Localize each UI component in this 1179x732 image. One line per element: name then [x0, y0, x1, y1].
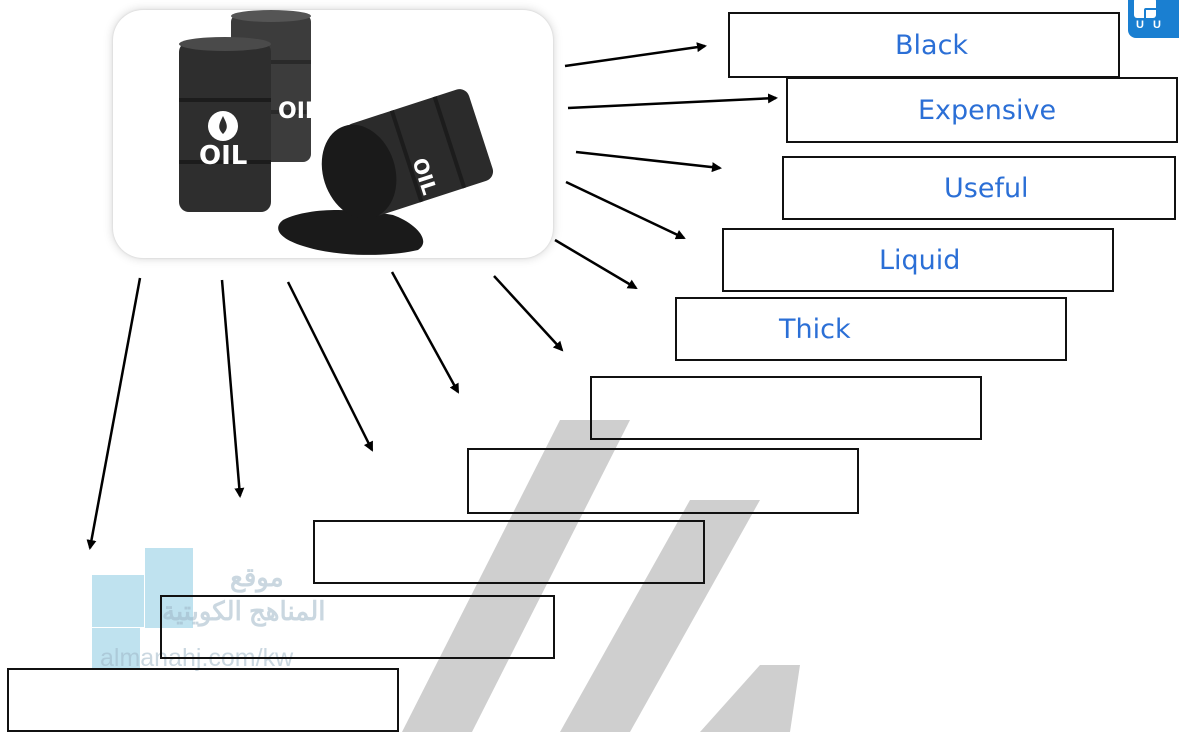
answer-box-blank-1[interactable] — [590, 376, 982, 440]
arrow-to-blank-5 — [86, 277, 142, 550]
watermark-arabic-1: موقع — [230, 562, 284, 592]
watermark-stripe-left — [402, 420, 630, 732]
corner-logo-text: U U — [1136, 19, 1164, 31]
tipped-barrel: OIL — [321, 89, 494, 219]
watermark-logo-block-3 — [92, 628, 140, 668]
answer-box-blank-5[interactable] — [7, 668, 399, 732]
answer-box-thick[interactable]: Thick — [675, 297, 1067, 361]
qr-icon — [1134, 0, 1158, 22]
answer-text: Thick — [779, 313, 851, 345]
oil-barrels-image: OIL OIL OIL — [113, 10, 553, 258]
answer-box-useful[interactable]: Useful — [782, 156, 1176, 220]
answer-text: Black — [895, 29, 969, 61]
watermark-stripe-right — [560, 500, 760, 732]
oil-barrels-illustration: OIL OIL OIL — [179, 10, 494, 255]
barrel-label-back: OIL — [278, 99, 319, 124]
oil-drop-icon — [219, 116, 227, 134]
arrow-to-thick — [554, 238, 638, 290]
answer-box-expensive[interactable]: Expensive — [786, 77, 1178, 143]
corner-logo: U U — [1128, 0, 1179, 38]
oil-spill — [278, 210, 424, 255]
arrow-to-liquid — [565, 180, 686, 240]
answer-text: Liquid — [879, 244, 961, 276]
front-barrel: OIL — [179, 37, 271, 212]
watermark-logo-block-1 — [92, 575, 144, 627]
arrow-to-black — [564, 42, 707, 68]
barrel-label-front: OIL — [199, 141, 247, 171]
watermark-site-name: موقع المناهج الكويتية almanahj.com/kw — [100, 560, 400, 680]
answer-box-liquid[interactable]: Liquid — [722, 228, 1114, 292]
watermark-logo-block-2 — [145, 548, 193, 628]
answer-box-blank-4[interactable] — [160, 595, 555, 659]
answer-box-black[interactable]: Black — [728, 12, 1120, 78]
answer-text: Useful — [944, 172, 1029, 204]
arrow-to-blank-2 — [390, 271, 460, 394]
arrow-to-blank-1 — [493, 275, 564, 352]
answer-text: Expensive — [918, 94, 1057, 126]
answer-box-blank-3[interactable] — [313, 520, 705, 584]
answer-box-blank-2[interactable] — [467, 448, 859, 514]
arrow-to-blank-4 — [220, 279, 245, 498]
watermark-stripe-bottom — [700, 665, 800, 732]
oil-stream — [364, 189, 378, 231]
arrow-to-useful — [575, 150, 722, 173]
watermark-arabic-2: المناهج الكويتية — [162, 596, 326, 626]
arrow-to-blank-3 — [286, 281, 374, 452]
arrow-to-expensive — [567, 93, 778, 110]
